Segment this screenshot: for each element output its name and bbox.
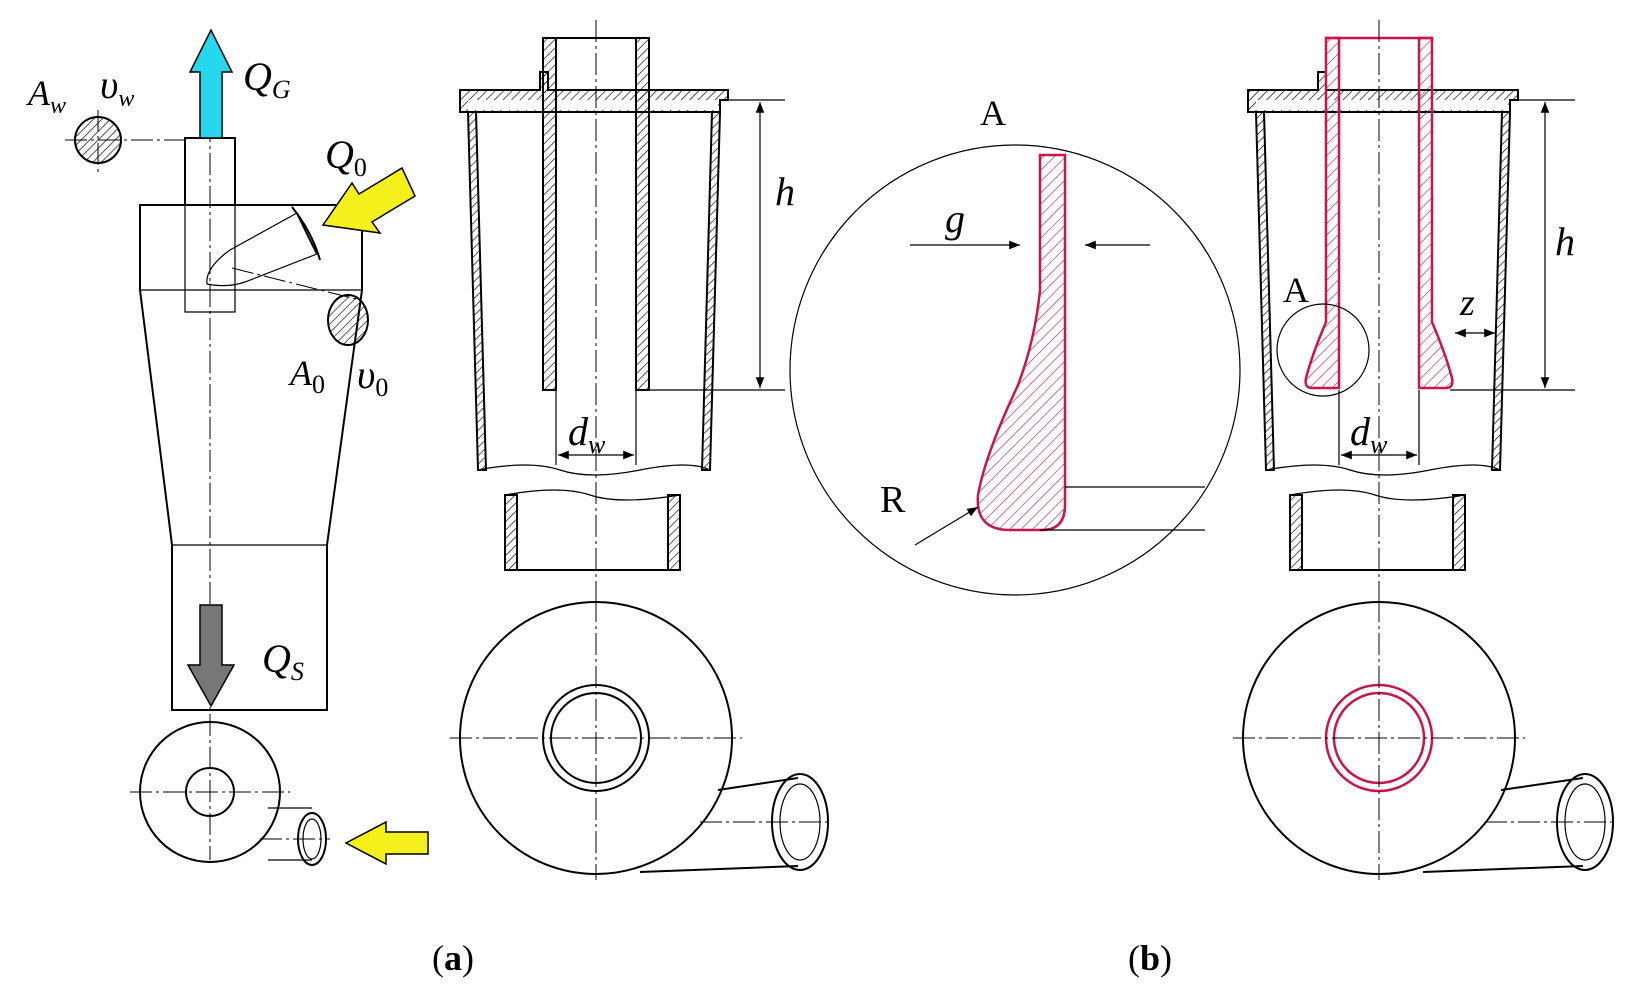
- svg-text:QG: QG: [243, 54, 291, 104]
- svg-text:υ0: υ0: [357, 352, 388, 402]
- vortex-finder-diameter-subscript: w: [588, 430, 606, 459]
- svg-text:υw: υw: [100, 62, 134, 112]
- svg-text:Aw: Aw: [26, 73, 66, 119]
- feed-flow-subscript: 0: [354, 153, 367, 182]
- svg-text:A0: A0: [288, 353, 325, 399]
- schematic-cyclone: Aw υw QG Q0 A0 υ0 QS: [26, 28, 429, 866]
- insertion-depth-label-b: h: [1555, 219, 1575, 264]
- wall-thickness-label: g: [945, 196, 965, 241]
- vortex-finder-diameter-label-b: d: [1350, 409, 1371, 454]
- tip-radius-label: R: [880, 479, 906, 521]
- caption-b: (b): [1128, 938, 1172, 978]
- vortex-finder-diameter-label: d: [568, 409, 589, 454]
- detail-a-view: A g R: [789, 93, 1241, 596]
- inlet-velocity-subscript: 0: [375, 373, 388, 402]
- schematic-top-view: [130, 721, 330, 866]
- outlet-area-label: A: [26, 73, 51, 113]
- feed-inlet-arrow: [321, 166, 416, 234]
- inlet-area-circle: [327, 294, 369, 346]
- detail-a-title: A: [980, 93, 1006, 133]
- outlet-area-circle: [65, 110, 185, 172]
- gas-flow-subscript: G: [272, 75, 291, 104]
- solids-outlet-arrow: [186, 604, 236, 708]
- insertion-depth-label: h: [775, 169, 795, 214]
- outlet-area-subscript: w: [50, 93, 66, 119]
- svg-text:Q0: Q0: [325, 132, 367, 182]
- modified-vortex-finder-view: A h z dw: [1233, 20, 1615, 880]
- svg-text:QS: QS: [262, 636, 304, 686]
- gas-flow-label: Q: [243, 54, 272, 99]
- solids-flow-subscript: S: [291, 657, 304, 686]
- outlet-velocity-subscript: w: [118, 86, 134, 112]
- svg-text:dw: dw: [568, 409, 606, 459]
- vortex-finder-diameter-subscript-b: w: [1370, 430, 1388, 459]
- outlet-velocity-label: υ: [100, 62, 118, 107]
- feed-flow-label: Q: [325, 132, 354, 177]
- feed-inlet-arrow-top-view: [344, 820, 429, 866]
- inlet-velocity-label: υ: [357, 352, 375, 397]
- standard-vortex-finder-view: h dw: [450, 20, 830, 880]
- inlet-area-label: A: [288, 353, 313, 393]
- svg-text:dw: dw: [1350, 409, 1388, 459]
- inlet-area-subscript: 0: [312, 370, 325, 399]
- caption-a: (a): [432, 938, 474, 978]
- detail-a-marker: A: [1283, 270, 1309, 310]
- solids-flow-label: Q: [262, 636, 291, 681]
- gas-outlet-arrow: [188, 28, 234, 139]
- gap-label: z: [1459, 282, 1475, 324]
